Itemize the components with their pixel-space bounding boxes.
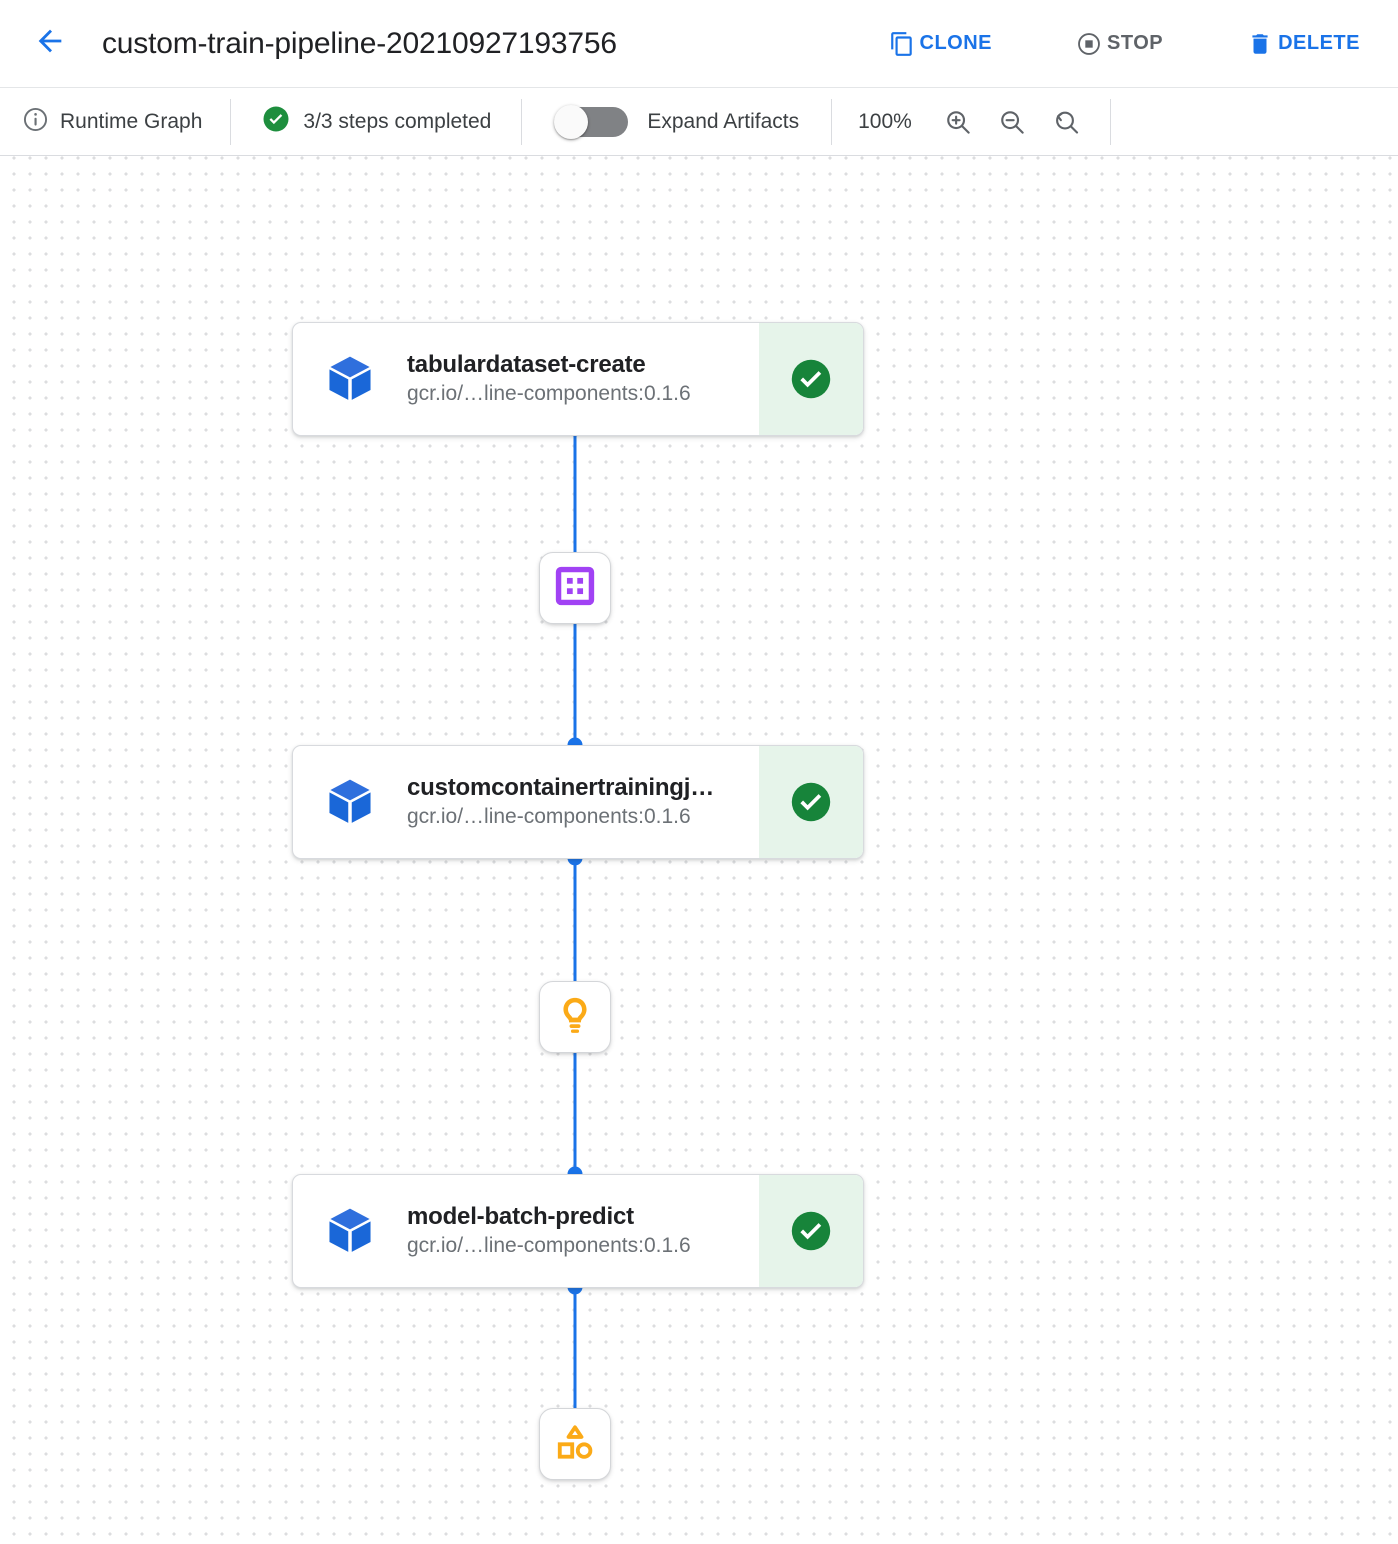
status-badge [759,746,863,858]
zoom-in-icon[interactable] [940,104,976,140]
artifact-node-dataset[interactable] [539,552,611,624]
steps-status: 3/3 steps completed [231,88,521,156]
stop-circle-icon [1076,31,1102,57]
node-title: tabulardataset-create [407,350,646,378]
expand-artifacts-toggle[interactable] [554,104,629,139]
toolbar-divider-3 [831,98,833,145]
node-text: tabulardataset-create gcr.io/…line-compo… [407,323,759,435]
zoom-out-icon[interactable] [994,104,1030,140]
pipeline-step-node[interactable]: customcontainertrainingj… gcr.io/…line-c… [292,745,864,859]
toolbar-divider-2 [521,98,523,145]
runtime-graph-label: Runtime Graph [60,109,203,133]
node-subtitle: gcr.io/…line-components:0.1.6 [407,382,691,406]
shapes-icon [554,1421,596,1468]
check-circle-icon [791,782,831,822]
stop-button[interactable]: STOP [1064,23,1175,65]
check-circle-icon [261,104,291,139]
page-header: custom-train-pipeline-20210927193756 CLO… [0,0,1398,88]
delete-label: DELETE [1278,32,1360,54]
toolbar-divider-4 [1109,98,1111,145]
toolbar-divider [230,98,232,145]
check-circle-icon [791,1211,831,1251]
delete-button[interactable]: DELETE [1235,23,1372,65]
zoom-level: 100% [858,109,912,133]
node-title: customcontainertrainingj… [407,773,715,801]
node-title: model-batch-predict [407,1202,634,1230]
cube-icon [293,746,407,858]
cube-icon [293,323,407,435]
arrow-back-icon [33,24,67,63]
stop-label: STOP [1107,32,1164,54]
check-circle-icon [791,359,831,399]
expand-artifacts-label: Expand Artifacts [647,109,800,133]
zoom-controls: 100% [832,88,1110,156]
expand-artifacts-control: Expand Artifacts [522,88,831,156]
cube-icon [293,1175,407,1287]
artifact-node-batch-prediction[interactable] [539,1408,611,1480]
node-subtitle: gcr.io/…line-components:0.1.6 [407,1234,691,1258]
graph-toolbar: Runtime Graph 3/3 steps completed Expand… [0,88,1398,156]
node-text: customcontainertrainingj… gcr.io/…line-c… [407,746,759,858]
info-icon [22,106,49,138]
status-badge [759,1175,863,1287]
clone-label: CLONE [919,32,992,54]
back-button[interactable] [28,22,72,66]
copy-icon [889,31,915,57]
artifact-node-model[interactable] [539,981,611,1053]
trash-icon [1247,31,1273,57]
zoom-reset-icon[interactable] [1048,104,1084,140]
pipeline-step-node[interactable]: tabulardataset-create gcr.io/…line-compo… [292,322,864,436]
steps-status-label: 3/3 steps completed [303,109,492,133]
node-text: model-batch-predict gcr.io/…line-compone… [407,1175,759,1287]
page-title: custom-train-pipeline-20210927193756 [102,26,617,60]
node-subtitle: gcr.io/…line-components:0.1.6 [407,805,691,829]
pipeline-canvas[interactable]: tabulardataset-create gcr.io/…line-compo… [0,156,1398,1543]
lightbulb-icon [554,994,596,1041]
pipeline-step-node[interactable]: model-batch-predict gcr.io/…line-compone… [292,1174,864,1288]
header-actions: CLONE STOP DELETE [877,23,1373,65]
toggle-knob [554,104,589,139]
status-badge [759,323,863,435]
clone-button[interactable]: CLONE [877,23,1005,65]
dataset-icon [554,565,596,612]
runtime-graph-tab[interactable]: Runtime Graph [22,88,230,156]
